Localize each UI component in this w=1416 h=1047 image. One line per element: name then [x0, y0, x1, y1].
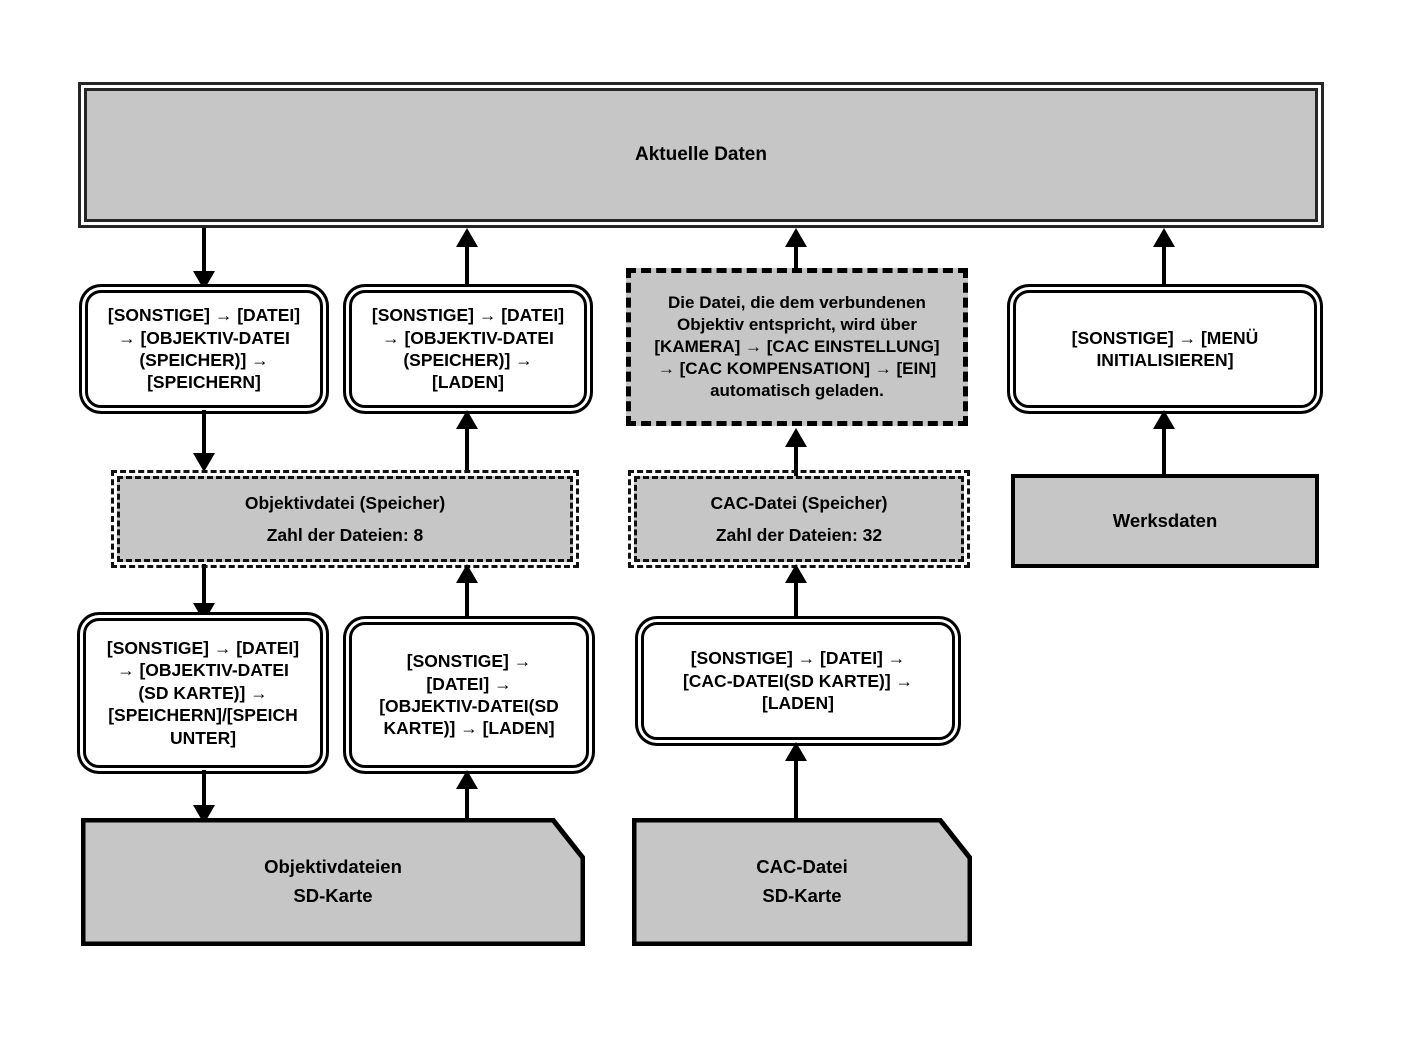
arrow-cac-note-to-current-data	[784, 228, 808, 272]
arrow-init-menu-to-current-data	[1152, 228, 1176, 290]
node-lens-file-memory: Objektivdatei (Speicher) Zahl der Dateie…	[111, 470, 579, 568]
node-cac-auto-load-note: Die Datei, die dem verbundenen Objektiv …	[626, 268, 968, 426]
node-lens-load-memory-label: [SONSTIGE] → [DATEI] → [OBJEKTIV-DATEI (…	[371, 305, 565, 393]
node-lens-files-sd-card-label: Objektivdateien SD-Karte	[264, 856, 402, 906]
arrow-lens-sd-card-to-lens-load-sd	[455, 770, 479, 824]
arrow-lens-load-mem-to-current-data	[455, 228, 479, 290]
sd-card-shape-icon	[632, 818, 972, 946]
node-initialize-menu-label: [SONSTIGE] → [MENÜ INITIALISIEREN]	[1071, 327, 1259, 370]
node-lens-file-memory-title: Objektivdatei (Speicher)	[244, 493, 446, 514]
node-lens-load-sd-label: [SONSTIGE] → [DATEI] → [OBJEKTIV-DATEI(S…	[379, 651, 559, 739]
arrow-lens-file-memory-to-lens-load-mem	[455, 410, 479, 472]
node-cac-file-sd-card: CAC-Datei SD-Karte	[632, 818, 972, 946]
node-lens-save-memory[interactable]: [SONSTIGE] → [DATEI] → [OBJEKTIV-DATEI (…	[85, 290, 323, 408]
node-lens-save-memory-label: [SONSTIGE] → [DATEI] → [OBJEKTIV-DATEI (…	[107, 305, 301, 393]
arrow-cac-sd-card-to-cac-load-sd	[784, 742, 808, 824]
node-factory-data-label: Werksdaten	[1112, 510, 1218, 532]
node-cac-load-sd-label: [SONSTIGE] → [DATEI] → [CAC-DATEI(SD KAR…	[682, 648, 914, 714]
node-cac-file-memory-count: Zahl der Dateien: 32	[715, 524, 883, 545]
arrow-lens-save-mem-to-lens-file-memory	[192, 410, 216, 472]
node-lens-load-memory[interactable]: [SONSTIGE] → [DATEI] → [OBJEKTIV-DATEI (…	[349, 290, 587, 408]
node-cac-load-sd[interactable]: [SONSTIGE] → [DATEI] → [CAC-DATEI(SD KAR…	[641, 622, 955, 740]
arrow-lens-load-sd-to-lens-file-memory	[455, 564, 479, 622]
sd-card-shape-icon	[81, 818, 585, 946]
arrow-lens-file-memory-to-lens-save-sd	[192, 564, 216, 622]
node-cac-file-sd-card-label: CAC-Datei SD-Karte	[756, 856, 848, 906]
node-lens-file-memory-count: Zahl der Dateien: 8	[266, 524, 424, 545]
node-lens-load-sd[interactable]: [SONSTIGE] → [DATEI] → [OBJEKTIV-DATEI(S…	[349, 622, 589, 768]
arrow-factory-data-to-init-menu	[1152, 410, 1176, 476]
arrow-cac-file-memory-to-cac-note	[784, 428, 808, 476]
node-cac-file-memory: CAC-Datei (Speicher) Zahl der Dateien: 3…	[628, 470, 970, 568]
node-initialize-menu[interactable]: [SONSTIGE] → [MENÜ INITIALISIEREN]	[1013, 290, 1317, 408]
node-factory-data: Werksdaten	[1011, 474, 1319, 568]
node-lens-save-sd-label: [SONSTIGE] → [DATEI] → [OBJEKTIV-DATEI (…	[106, 638, 300, 748]
node-lens-save-sd[interactable]: [SONSTIGE] → [DATEI] → [OBJEKTIV-DATEI (…	[83, 618, 323, 768]
node-current-data: Aktuelle Daten	[78, 82, 1324, 228]
node-current-data-label: Aktuelle Daten	[635, 143, 767, 165]
arrow-lens-save-sd-to-lens-sd-card	[192, 770, 216, 824]
arrow-current-data-to-lens-save-mem	[192, 228, 216, 290]
node-cac-file-memory-title: CAC-Datei (Speicher)	[710, 493, 888, 514]
arrow-cac-load-sd-to-cac-file-memory	[784, 564, 808, 622]
node-lens-files-sd-card: Objektivdateien SD-Karte	[81, 818, 585, 946]
node-cac-auto-load-note-label: Die Datei, die dem verbundenen Objektiv …	[654, 292, 940, 401]
